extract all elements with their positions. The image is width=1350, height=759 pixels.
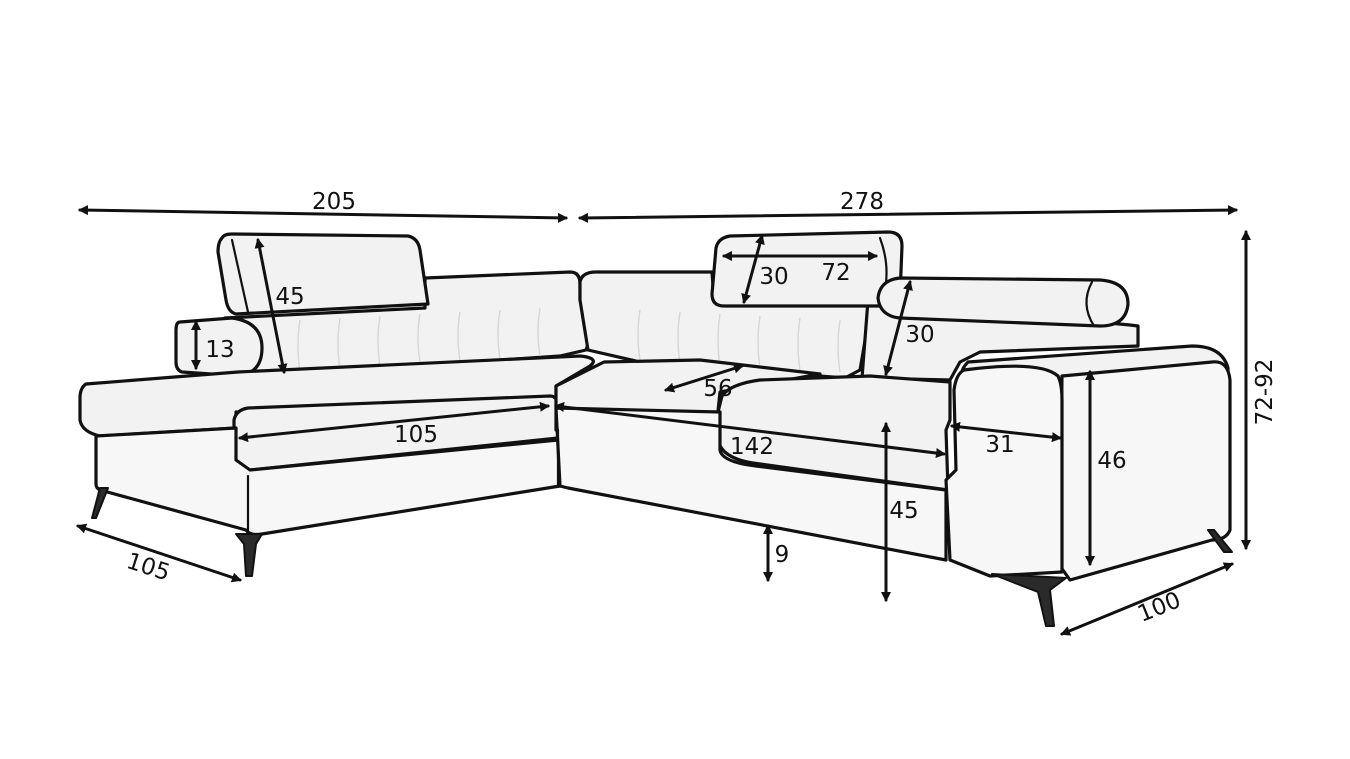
label-headrest-right-height: 30 — [905, 322, 934, 348]
label-leg-height: 9 — [775, 542, 790, 568]
right-armrest-side — [1058, 360, 1232, 582]
dim-line-headrest-right — [883, 280, 913, 376]
dimension-labels: 205 278 72-92 105 100 45 13 105 30 72 30… — [123, 189, 1278, 628]
label-headrest-center-height: 30 — [759, 264, 788, 290]
label-armrest-width: 31 — [985, 432, 1014, 458]
label-total-width-right: 278 — [840, 189, 884, 215]
left-headrest — [216, 232, 430, 316]
dim-line-seat-depth — [664, 363, 744, 393]
label-headrest-left-height: 45 — [275, 284, 304, 310]
dim-line-chaise-seat — [238, 401, 550, 443]
label-chaise-seat-depth: 105 — [394, 422, 438, 448]
leg-chaise-corner — [235, 533, 263, 577]
dim-line-seat-width — [554, 402, 946, 458]
label-total-height: 72-92 — [1252, 359, 1278, 426]
center-headrest — [710, 230, 904, 308]
dim-line-headrest-left — [254, 238, 288, 374]
leg-front-left — [91, 487, 109, 519]
dim-line-left-depth — [76, 523, 242, 583]
dim-line-armrest-width — [950, 421, 1062, 443]
label-total-width-left: 205 — [312, 189, 356, 215]
label-seat-height: 45 — [889, 498, 918, 524]
label-seat-depth-center: 56 — [703, 376, 732, 402]
dim-line-right-depth — [1060, 562, 1234, 636]
sofa-body — [78, 230, 1233, 627]
dim-line-278 — [578, 205, 1238, 223]
label-armrest-left-height: 13 — [205, 337, 234, 363]
label-seat-width-right: 142 — [730, 434, 774, 460]
right-headrest — [876, 276, 1130, 328]
right-armrest-front — [944, 364, 1064, 578]
leg-right-front — [991, 573, 1067, 627]
label-right-depth: 100 — [1134, 587, 1184, 628]
dim-line-205 — [78, 205, 568, 223]
label-armrest-height: 46 — [1097, 448, 1126, 474]
dimension-lines — [76, 205, 1251, 636]
leg-right-back — [1207, 529, 1233, 553]
label-headrest-center-width: 72 — [821, 260, 850, 286]
dim-line-headrest-center-h — [741, 234, 765, 304]
